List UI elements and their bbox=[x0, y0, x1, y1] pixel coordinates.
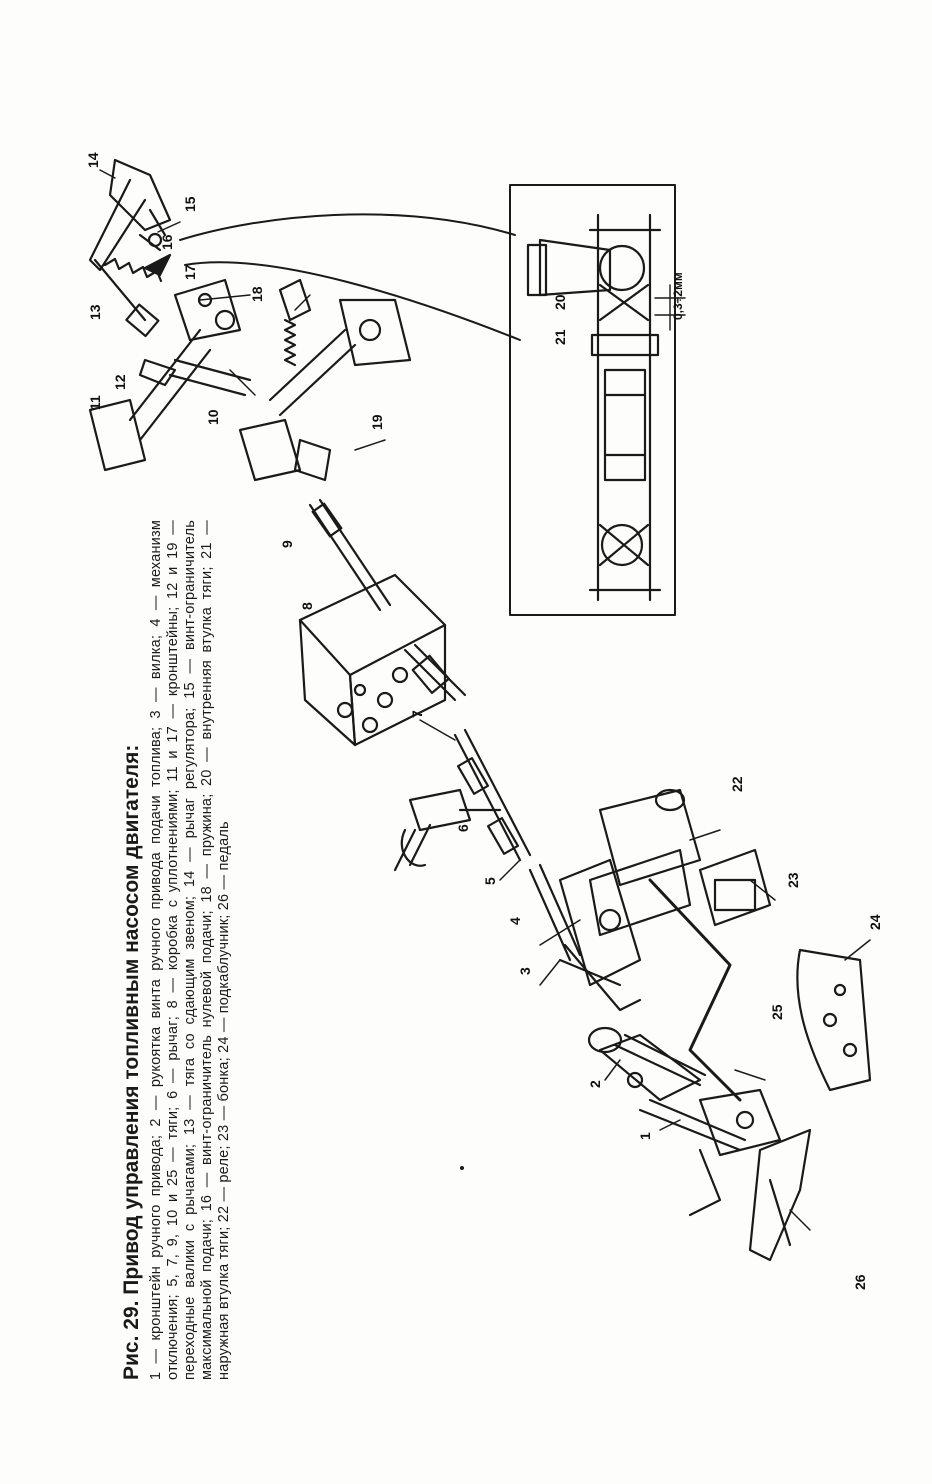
label-19: 19 bbox=[369, 414, 385, 430]
label-16: 16 bbox=[159, 234, 175, 250]
label-18: 18 bbox=[249, 286, 265, 302]
leader-line-upper bbox=[179, 213, 516, 241]
leader-line-lower bbox=[184, 261, 521, 341]
rod-9 bbox=[308, 498, 392, 612]
label-11: 11 bbox=[87, 395, 103, 410]
spring-shaft-assembly bbox=[238, 278, 412, 482]
seal-box-8 bbox=[298, 573, 467, 747]
leader-arrow bbox=[143, 253, 172, 277]
label-13: 13 bbox=[87, 304, 103, 320]
label-23: 23 bbox=[785, 872, 801, 888]
label-7: 7 bbox=[409, 710, 425, 718]
label-3: 3 bbox=[517, 967, 533, 975]
pedal-assembly bbox=[528, 788, 812, 1262]
label-2: 2 bbox=[587, 1080, 603, 1088]
label-9: 9 bbox=[279, 540, 295, 548]
label-26: 26 bbox=[852, 1274, 868, 1290]
label-10: 10 bbox=[205, 409, 221, 425]
label-25: 25 bbox=[769, 1004, 785, 1020]
label-15: 15 bbox=[182, 196, 198, 212]
detail-inset bbox=[509, 184, 686, 616]
label-1: 1 bbox=[637, 1132, 653, 1140]
label-12: 12 bbox=[112, 374, 128, 390]
stray-dot bbox=[460, 1166, 464, 1170]
label-22: 22 bbox=[729, 776, 745, 792]
label-6: 6 bbox=[455, 824, 471, 832]
regulator-assembly bbox=[88, 158, 172, 338]
label-4: 4 bbox=[507, 917, 523, 925]
heel-rest-24 bbox=[796, 948, 872, 1092]
label-24: 24 bbox=[867, 914, 883, 930]
label-8: 8 bbox=[299, 602, 315, 610]
part-labels: 14 15 16 17 13 18 12 11 10 19 9 8 7 6 5 … bbox=[85, 152, 883, 1290]
label-21: 21 bbox=[552, 329, 568, 345]
label-gap-dimension: 0,3÷2мм bbox=[671, 272, 685, 320]
label-14: 14 bbox=[85, 152, 101, 168]
label-17: 17 bbox=[182, 264, 198, 280]
rod-7-lever-6 bbox=[393, 728, 532, 872]
label-5: 5 bbox=[482, 877, 498, 885]
label-20: 20 bbox=[552, 294, 568, 310]
